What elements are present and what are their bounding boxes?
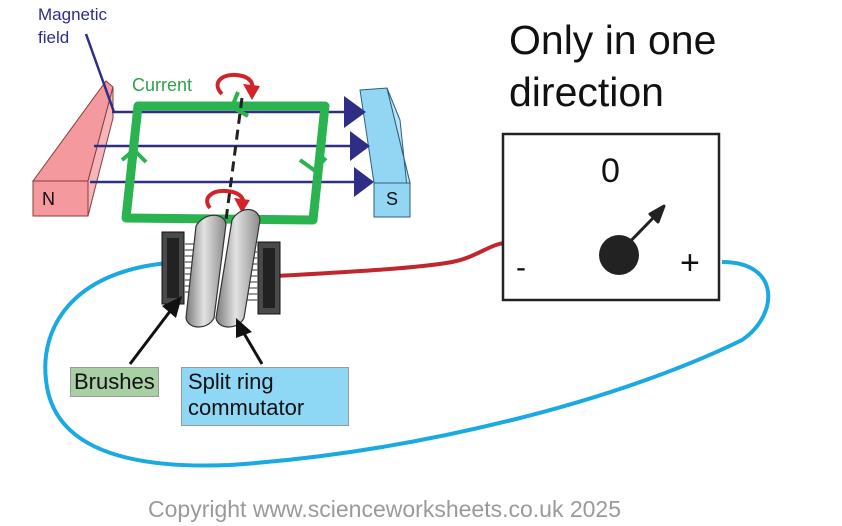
copyright-notice: Copyright www.scienceworksheets.co.uk 20… xyxy=(148,496,622,522)
positive-wire xyxy=(275,241,506,278)
north-pole-label: N xyxy=(42,189,55,209)
current-label: Current xyxy=(132,75,193,95)
field-arrow-icon xyxy=(350,131,370,161)
split-ring-commutator xyxy=(185,208,261,328)
south-pole-label: S xyxy=(386,189,399,209)
magnetic-field-label: Magnetic field xyxy=(38,5,107,47)
commutator-pointer xyxy=(236,318,264,365)
right-brush xyxy=(246,241,281,315)
north-magnet xyxy=(32,80,114,217)
meter-reading: 0 xyxy=(601,152,620,190)
brushes-pointer xyxy=(128,296,182,365)
title: Only in one direction xyxy=(509,17,717,115)
current-direction-arrows xyxy=(120,91,328,173)
left-brush xyxy=(161,231,196,305)
negative-wire xyxy=(43,260,771,468)
south-magnet xyxy=(359,87,411,218)
rotation-axis xyxy=(224,97,244,221)
commutator-label: Split ring commutator xyxy=(181,367,349,426)
rotation-arrow-icon xyxy=(215,72,260,100)
meter-positive-terminal: + xyxy=(680,244,700,282)
field-arrow-icon xyxy=(354,167,374,197)
field-arrow-icon xyxy=(344,96,366,128)
brushes-label: Brushes xyxy=(70,367,159,398)
field-label-pointer xyxy=(84,33,116,113)
meter-pointer-icon xyxy=(599,204,666,275)
meter-negative-terminal: - xyxy=(516,251,526,284)
rotation-arrow-icon xyxy=(205,188,250,213)
coil xyxy=(121,101,330,225)
